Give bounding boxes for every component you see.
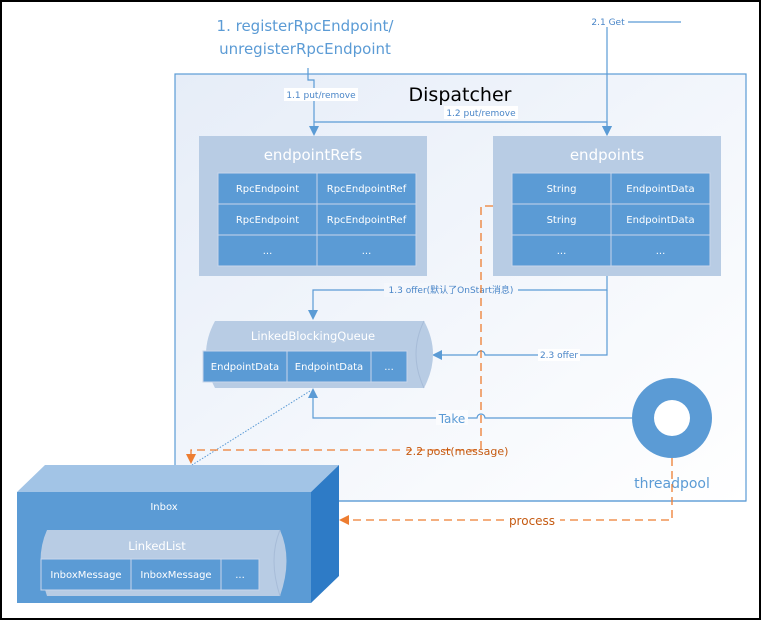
endpoint-refs-cell — [217, 234, 318, 267]
label-bg — [436, 410, 468, 425]
endpoints-cell — [610, 234, 711, 267]
endpoint-refs-cell-text: ... — [263, 246, 273, 257]
linked-list-item-text: ... — [235, 570, 245, 581]
label-2-2-post: 2.2 post(message) — [406, 445, 509, 458]
linked-list: LinkedList InboxMessage InboxMessage... — [40, 529, 287, 597]
queue-title: LinkedBlockingQueue — [251, 329, 375, 343]
queue-item-text: ... — [384, 362, 394, 373]
endpoints-cell-text: String — [547, 215, 577, 226]
label-1-2-put-remove: 1.2 put/remove — [446, 109, 516, 119]
threadpool-icon — [632, 378, 712, 458]
label-2-3-offer: 2.3 offer — [540, 351, 578, 361]
linked-list-item-text: InboxMessage — [140, 570, 211, 581]
endpoint-refs-title: endpointRefs — [264, 146, 363, 164]
queue-item-text: EndpointData — [211, 362, 279, 373]
inbox-box: Inbox LinkedList InboxMessage InboxMessag… — [17, 465, 339, 603]
arrow-2-3-offer — [432, 290, 608, 360]
label-bg — [384, 283, 518, 297]
linked-list-title: LinkedList — [128, 539, 186, 553]
endpoint-refs-cell-text: RpcEndpointRef — [327, 215, 407, 226]
label-bg — [284, 88, 358, 101]
label-1-3-offer: 1.3 offer(默认了OnStart消息) — [389, 284, 514, 296]
endpoint-refs-cell — [316, 234, 417, 267]
arrow-1-1 — [307, 68, 319, 136]
linked-list-item — [220, 558, 260, 591]
arrow-2-2-post — [191, 205, 493, 462]
inbox-title: Inbox — [150, 502, 177, 513]
label-bg — [444, 106, 518, 119]
endpoints-cell-text: ... — [557, 246, 567, 257]
endpoints-cell-text: ... — [656, 246, 666, 257]
dispatcher-title: Dispatcher — [409, 84, 512, 106]
linked-list-item-text: InboxMessage — [50, 570, 121, 581]
endpoint-refs-cell — [316, 203, 417, 236]
queue-inbox-link — [191, 390, 311, 466]
linked-list-item — [40, 558, 132, 591]
register-label-line2: unregisterRpcEndpoint — [219, 40, 391, 58]
linked-blocking-queue: LinkedBlockingQueue EndpointData Endpoint… — [202, 320, 433, 389]
endpoints-cell-text: EndpointData — [626, 215, 694, 226]
label-bg — [538, 349, 580, 361]
endpoints-cell — [511, 234, 612, 267]
endpoint-refs-cell — [217, 203, 318, 236]
label-process: process — [509, 514, 555, 528]
arrow-process — [341, 458, 673, 520]
endpoint-refs-cell — [316, 172, 417, 205]
endpoint-refs-cell-text: RpcEndpointRef — [327, 184, 407, 195]
label-1-1-put-remove: 1.1 put/remove — [286, 91, 356, 101]
queue-item — [286, 350, 372, 383]
label-take: Take — [438, 412, 466, 426]
label-2-1-get: 2.1 Get — [591, 18, 625, 28]
endpoints-cell-text: EndpointData — [626, 184, 694, 195]
arrow-take — [308, 388, 632, 419]
endpoint-refs-cell-text: RpcEndpoint — [236, 184, 299, 195]
endpoints-cell — [610, 172, 711, 205]
register-label-line1: 1. registerRpcEndpoint/ — [217, 17, 395, 35]
endpoints-cell — [610, 203, 711, 236]
endpoints-title: endpoints — [570, 146, 645, 164]
endpoints-cell-text: String — [547, 184, 577, 195]
endpoints-cell — [511, 203, 612, 236]
queue-item-text: EndpointData — [295, 362, 363, 373]
label-bg — [590, 15, 628, 27]
queue-item — [370, 350, 408, 383]
endpoint-refs-cell-text: ... — [362, 246, 372, 257]
endpoint-refs-cell-text: RpcEndpoint — [236, 215, 299, 226]
